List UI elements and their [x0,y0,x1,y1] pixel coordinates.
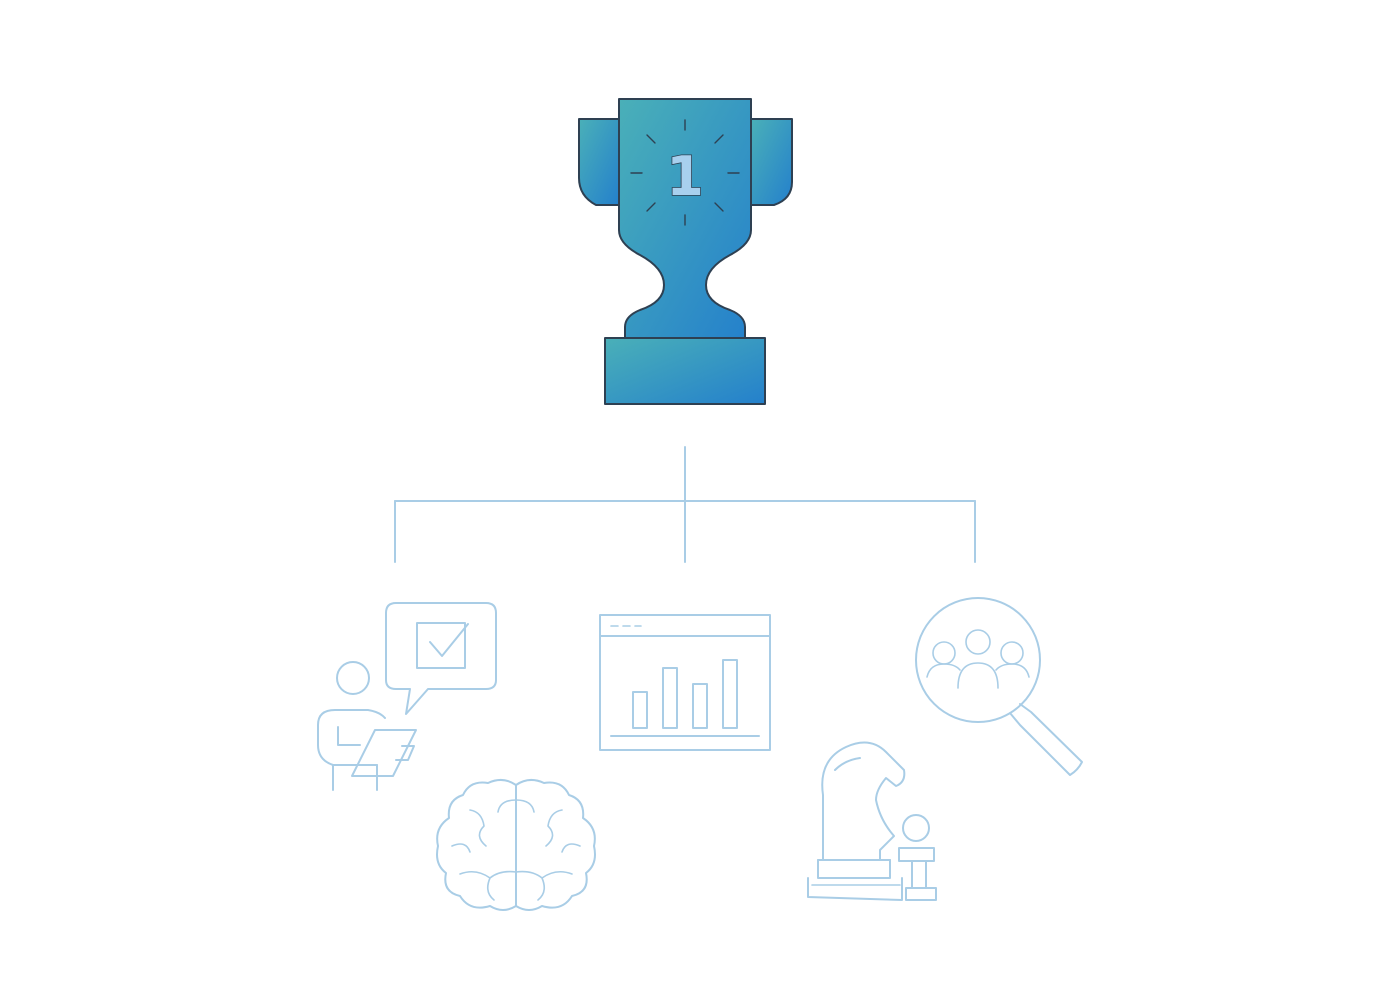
chart-bar [632,691,648,729]
chart-bars [632,659,738,729]
magnifier-people-icon [915,597,1083,776]
trophy-left-handle [578,118,620,206]
connector-lines [394,446,976,563]
chart-bar [662,667,678,729]
trophy-base [604,337,766,405]
trophy-rank-label: 1 [666,145,704,208]
trophy-icon: 1 [578,98,793,405]
chart-bar [692,683,708,729]
chart-bar [722,659,738,729]
bar-chart-window-icon [599,614,771,751]
presenter-checkmark-icon [317,602,497,791]
trophy-right-handle [750,118,793,206]
chess-knight-pawn-icon [807,741,937,901]
brain-icon [436,779,596,911]
trophy-sparkle [630,119,740,226]
